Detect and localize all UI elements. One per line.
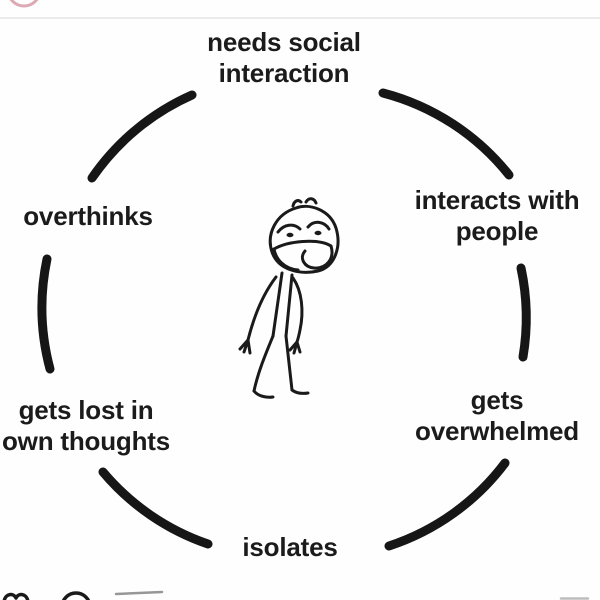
cycle-label-overthinks: overthinks [23, 201, 153, 232]
arc-upper-right [378, 88, 514, 180]
story-avatar-ring[interactable] [8, 0, 40, 8]
arc-lower-left [98, 467, 213, 549]
figure-chin [272, 247, 300, 272]
label-line: overthinks [23, 201, 153, 231]
figure-eyebrow-right [306, 220, 331, 231]
figure-eye-right [314, 230, 322, 236]
figure-eyebrow-left [276, 223, 302, 234]
arc-upper-left [87, 90, 197, 183]
post-header-divider [0, 17, 600, 19]
figure-tongue [300, 244, 334, 270]
figure-mouth [272, 239, 333, 251]
figure-foot-left [252, 389, 275, 399]
figure-leg-right [284, 334, 294, 392]
figure-arm-left [246, 275, 278, 342]
label-line: gets lost in [18, 395, 154, 425]
figure-hair [304, 197, 318, 205]
send-share-icon[interactable] [114, 590, 164, 596]
label-line: interaction [218, 58, 350, 88]
arc-left [37, 254, 55, 374]
label-line: gets [470, 385, 524, 415]
figure-leg-left [252, 334, 275, 393]
cycle-arcs [37, 88, 531, 551]
arc-right [516, 263, 531, 362]
cycle-label-gets-lost-in-own-thoughts: gets lost in own thoughts [2, 395, 170, 457]
label-line: isolates [242, 532, 338, 562]
label-line: overwhelmed [415, 416, 579, 446]
comment-icon[interactable] [61, 591, 91, 600]
arc-lower-right [384, 458, 510, 551]
label-line: needs social [207, 27, 361, 57]
figure-torso-back [271, 271, 284, 338]
stick-figure [238, 197, 340, 399]
figure-hand-left [238, 338, 252, 355]
figure-hand-right [288, 340, 302, 355]
cycle-label-isolates: isolates [242, 532, 337, 563]
figure-head [268, 204, 340, 274]
cycle-label-needs-social-interaction: needs social interaction [207, 27, 361, 89]
figure-foot-right [290, 388, 310, 395]
figure-hair [291, 199, 303, 208]
label-line: interacts with [414, 185, 580, 215]
figure-eye-left [286, 232, 294, 238]
label-line: own thoughts [2, 426, 170, 456]
figure-torso-front [284, 273, 294, 338]
figure-arm-right [291, 276, 304, 344]
cycle-label-interacts-with-people: interacts with people [415, 185, 580, 247]
heart-like-icon[interactable] [2, 592, 30, 600]
label-line: people [455, 216, 539, 246]
cycle-label-gets-overwhelmed: gets overwhelmed [415, 385, 579, 447]
